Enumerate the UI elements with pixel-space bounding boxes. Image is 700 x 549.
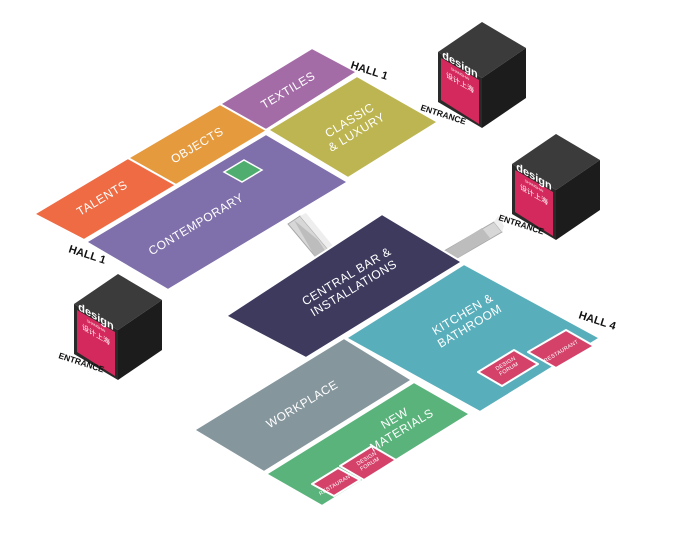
cube-side-face [118,300,162,380]
booth-contemporary[interactable] [222,159,264,183]
hall-1-floor: TALENTS OBJECTS TEXTILES CLASSIC& LUXURY… [33,47,439,291]
cube-side-face [556,160,600,240]
zone-contemporary[interactable] [85,133,349,291]
zone-new-materials[interactable] [265,381,471,507]
zone-classic-luxury[interactable] [267,75,439,179]
zone-kitchen-bathroom[interactable] [345,263,601,413]
cube-top-face [512,134,600,190]
booth-design-forum-materials[interactable] [339,445,397,481]
hall-4-floor: CENTRAL BAR &INSTALLATIONS KITCHEN &BATH… [193,213,601,507]
booth-design-forum-kitchen[interactable] [477,349,539,387]
zone-workplace[interactable] [193,337,413,473]
design-shanghai-logo [441,58,479,124]
booth-restaurant-materials[interactable] [311,467,361,497]
cube-top-face [438,22,526,78]
booth-restaurant-kitchen[interactable] [527,329,595,369]
cube-side-face [482,48,526,128]
zone-central-bar[interactable] [225,213,463,359]
design-shanghai-logo [77,310,115,376]
cube-top-face [74,274,162,330]
zone-textiles[interactable] [219,47,358,131]
design-shanghai-logo [515,170,553,236]
